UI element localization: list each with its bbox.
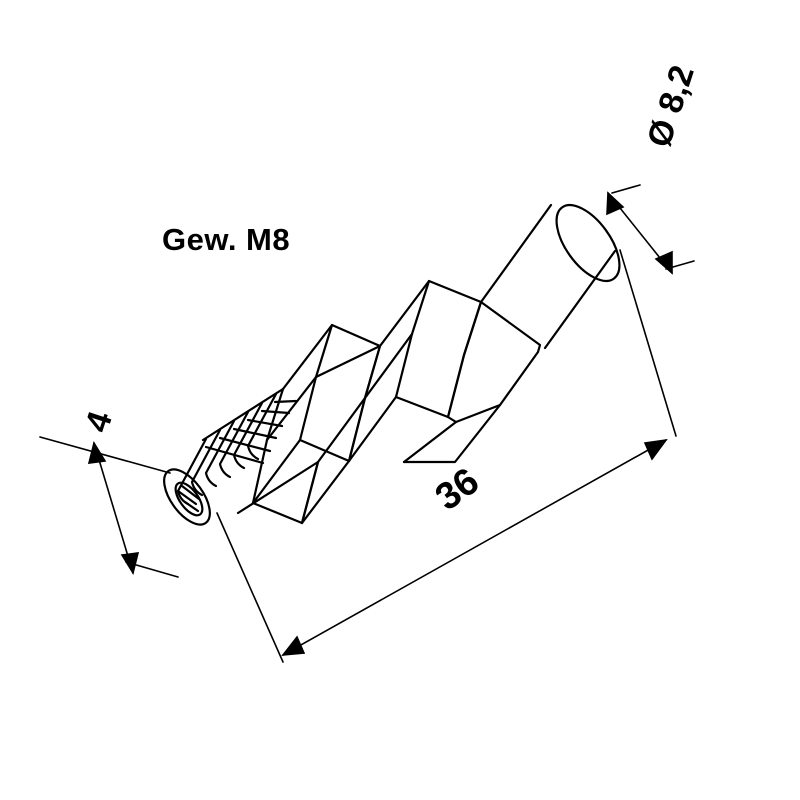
threaded-shaft (163, 387, 320, 526)
dimension-4 (39, 436, 179, 578)
hex-nut-lower (251, 323, 382, 525)
hex-nut-upper (347, 279, 542, 464)
dimension-36 (216, 249, 677, 663)
dimension-diameter (606, 184, 695, 275)
rear-cylinder (479, 203, 621, 350)
part-outline-group (163, 203, 621, 526)
thread-callout-label: Gew. M8 (162, 222, 291, 257)
dimension-lines-group (39, 184, 695, 663)
